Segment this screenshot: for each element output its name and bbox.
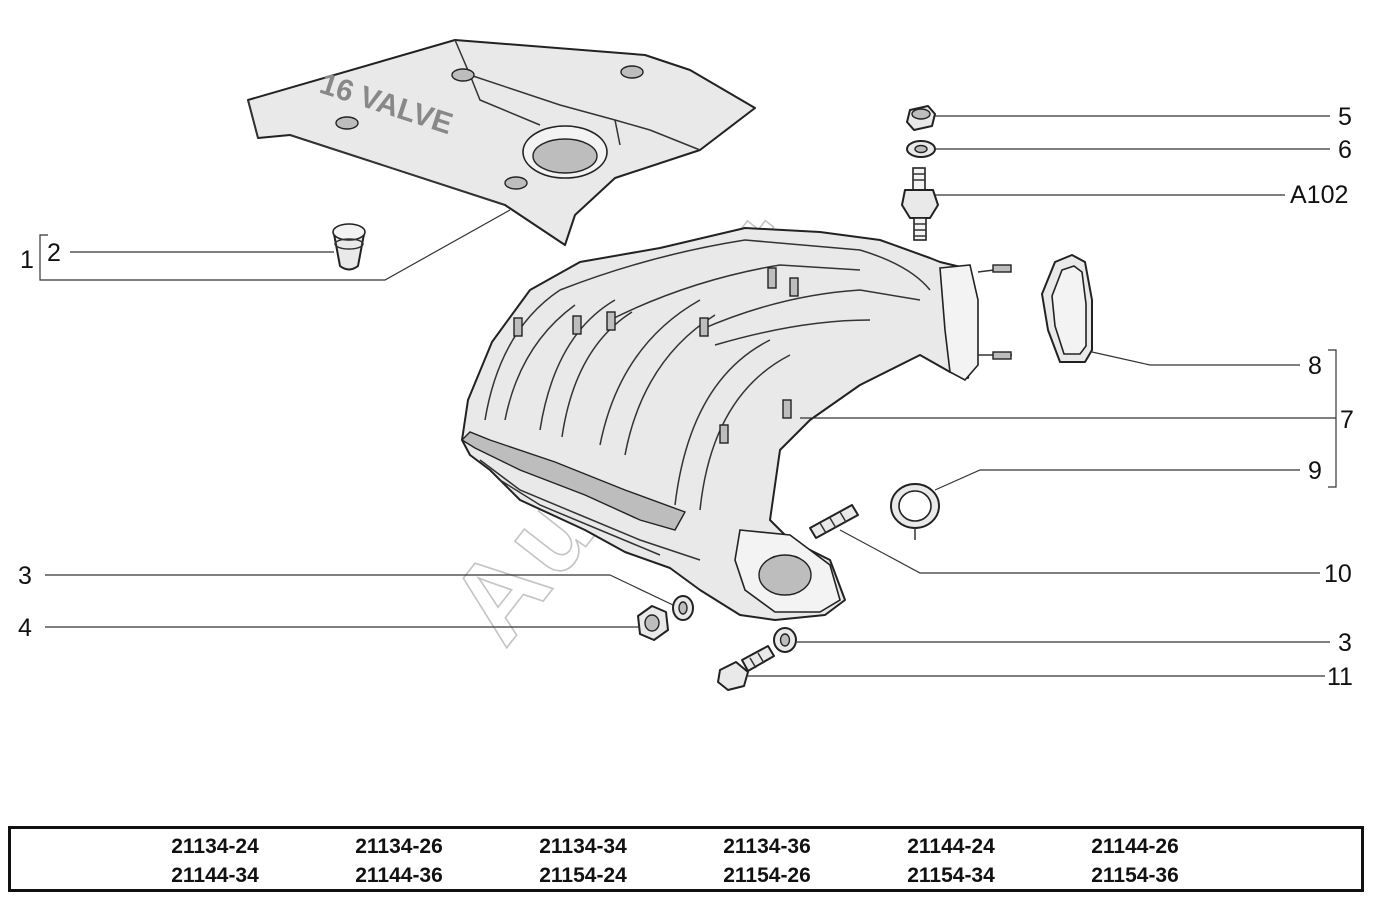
model-cell: 21144-24: [907, 835, 995, 858]
model-cell: 21134-36: [723, 835, 811, 858]
model-cell: 21154-34: [907, 864, 995, 887]
callout-3-right: 3: [1338, 629, 1352, 657]
intake-manifold: [460, 227, 1012, 621]
callout-3-left: 3: [18, 562, 32, 590]
callout-7: 7: [1340, 406, 1354, 434]
model-cell: 21144-34: [171, 864, 259, 887]
callout-1: 1: [20, 246, 34, 274]
engine-cover: 16 VALVE: [247, 39, 756, 246]
model-cell: 21134-26: [355, 835, 443, 858]
grommet: [332, 223, 366, 271]
leader-lines: [39, 115, 1337, 677]
callout-6: 6: [1338, 136, 1352, 164]
callout-4: 4: [18, 614, 32, 642]
exploded-parts-diagram: AutoSoft 16 VALVE: [18, 39, 1354, 691]
callout-a102: A102: [1290, 181, 1348, 209]
washer-left: [672, 595, 694, 621]
model-cell: 21134-24: [171, 835, 259, 858]
model-cell: 21154-36: [1091, 864, 1179, 887]
callout-9: 9: [1308, 457, 1322, 485]
callout-labels: 1 2 3 4 5 6 A102 8 7 9 10 3 11: [18, 103, 1354, 691]
model-cell: 21154-26: [723, 864, 811, 887]
stud: [809, 504, 859, 539]
washer-top: [906, 140, 936, 158]
sensor-stud: [901, 167, 939, 241]
callout-8: 8: [1308, 352, 1322, 380]
model-cell: 21144-26: [1091, 835, 1179, 858]
callout-2: 2: [47, 239, 61, 267]
throttle-gasket: [1041, 254, 1093, 363]
model-cell: 21154-24: [539, 864, 627, 887]
bolt: [717, 645, 775, 691]
washer-right: [773, 627, 797, 653]
model-cell: 21134-34: [539, 835, 627, 858]
nut-top: [906, 105, 936, 131]
nut-left: [637, 605, 669, 641]
callout-5: 5: [1338, 103, 1352, 131]
applicable-models-table: 21134-24 21134-26 21134-34 21134-36 2114…: [8, 826, 1364, 892]
o-ring-seal: [890, 483, 940, 540]
callout-11: 11: [1327, 663, 1353, 691]
callout-10: 10: [1324, 560, 1352, 588]
model-cell: 21144-36: [355, 864, 443, 887]
